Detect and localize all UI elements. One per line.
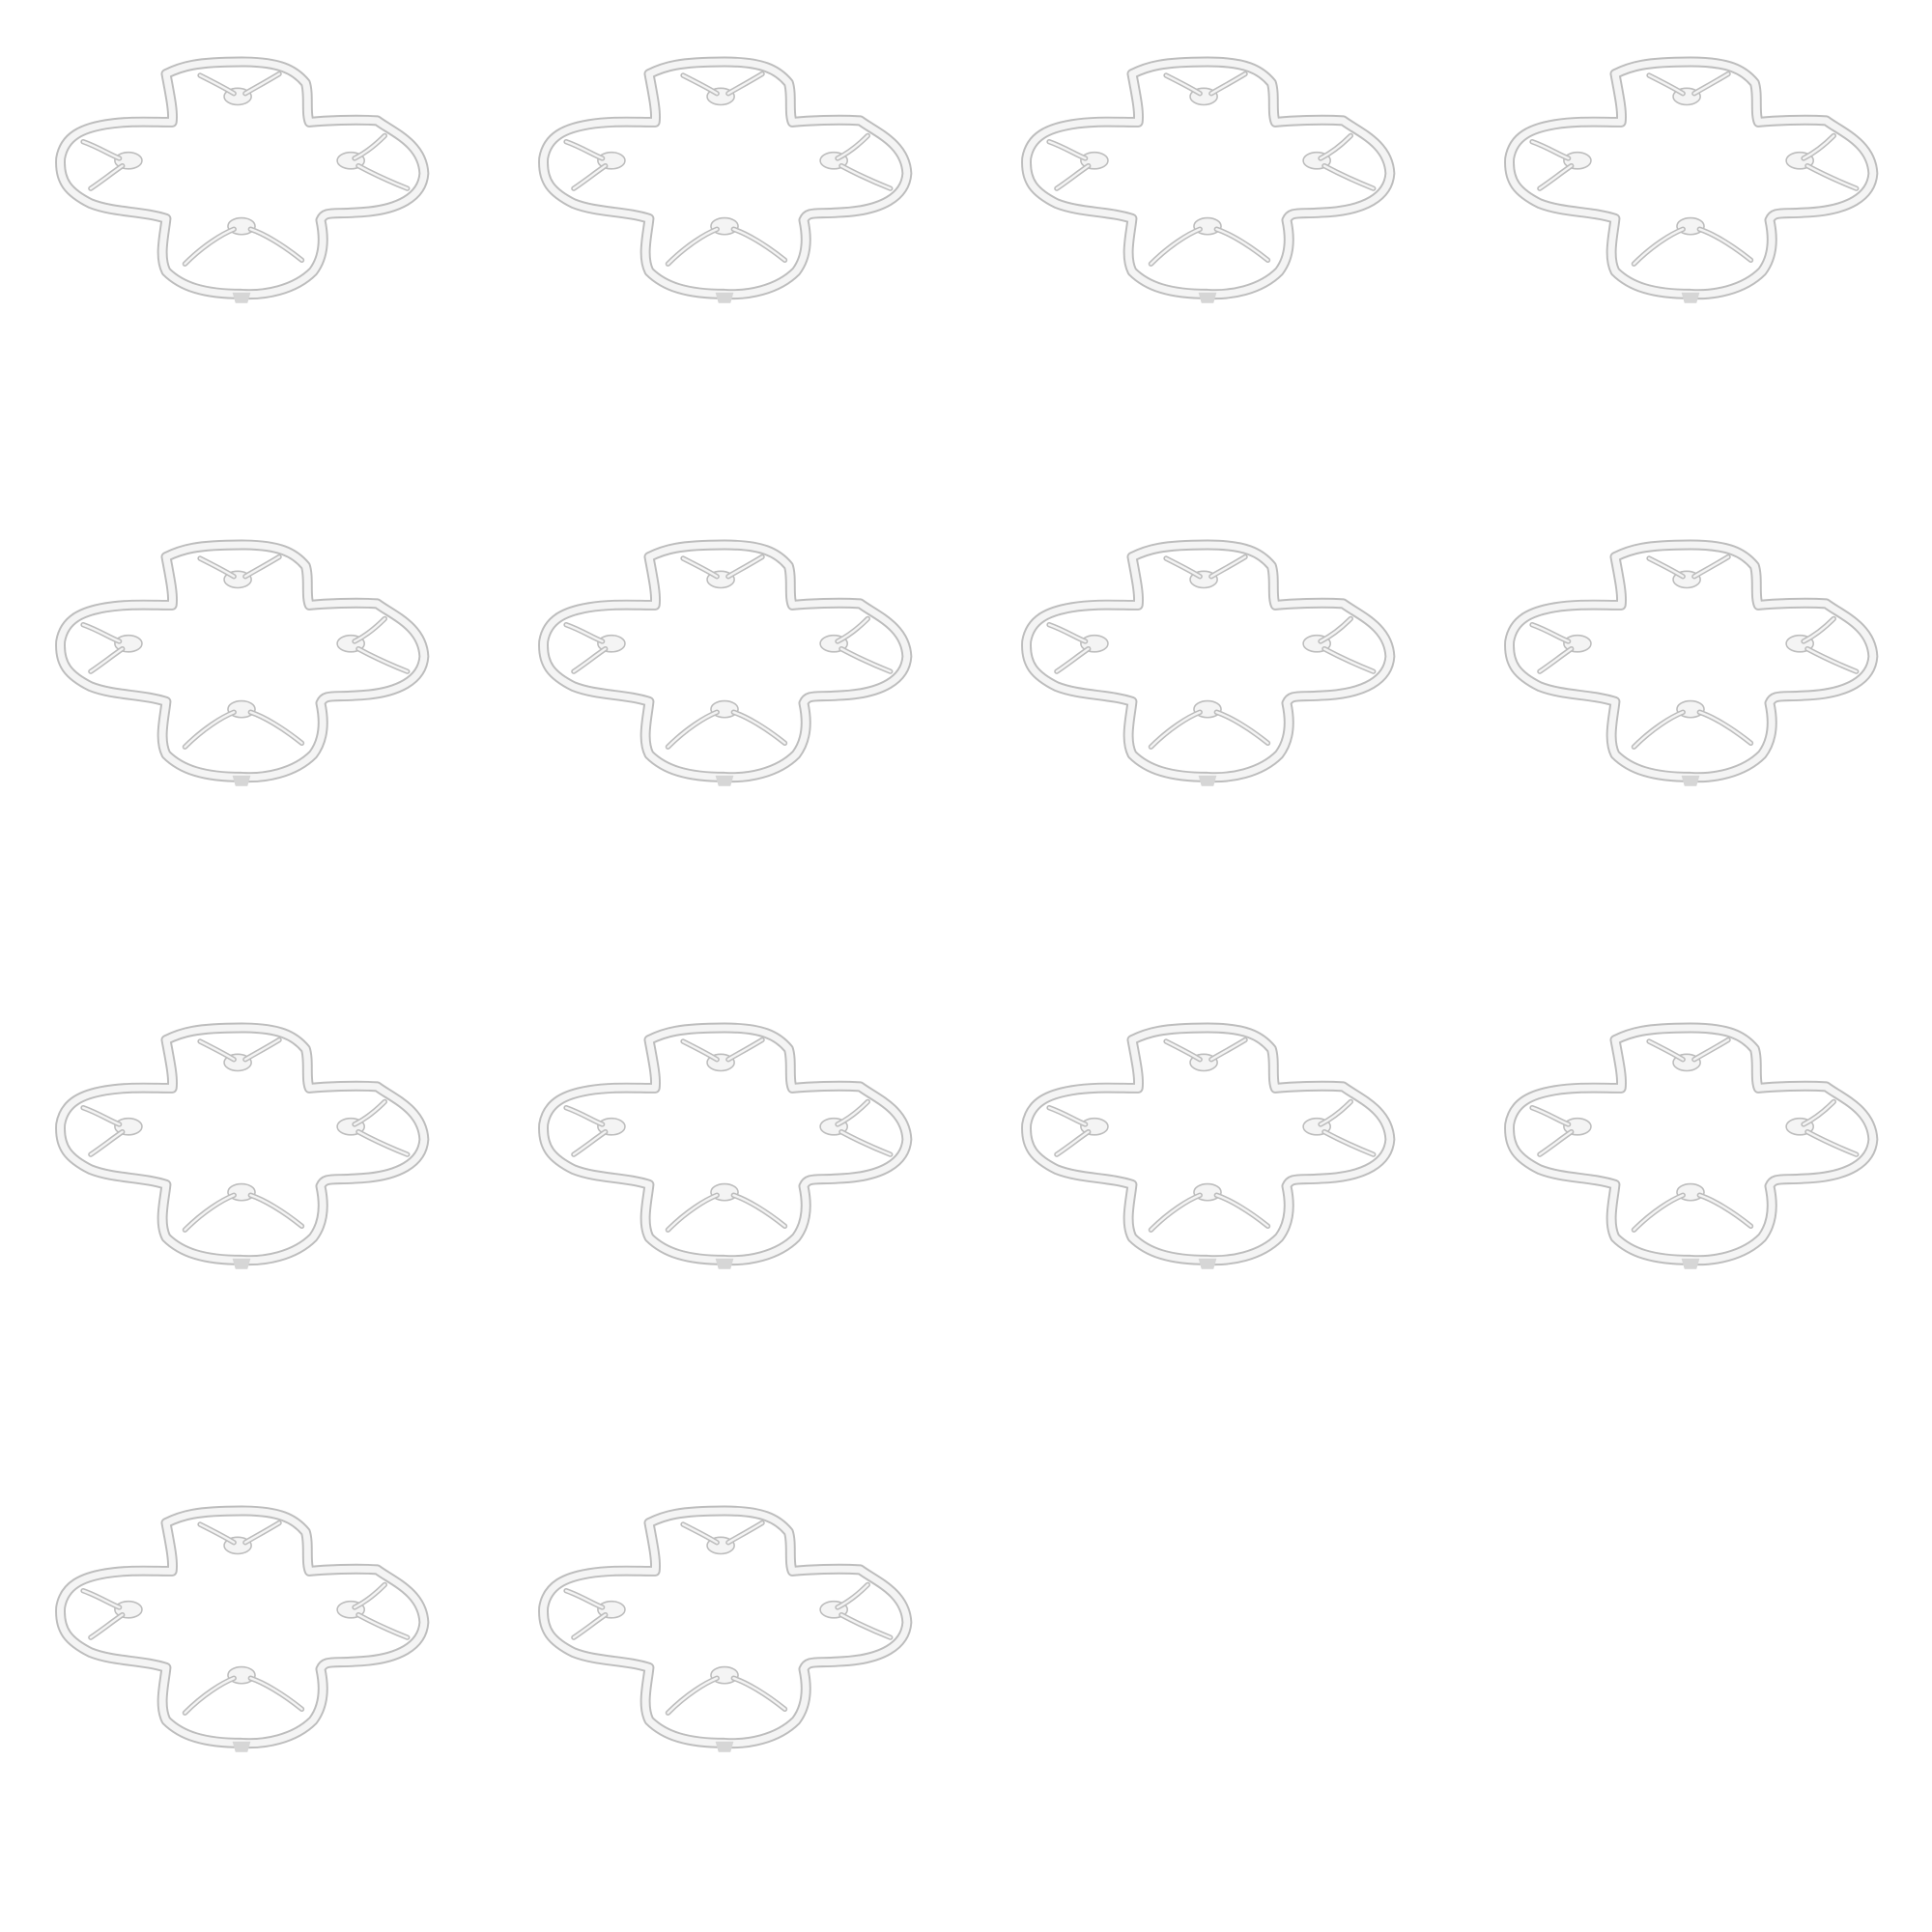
propeller-guard-image <box>966 0 1449 309</box>
propeller-guard-item <box>0 0 483 309</box>
propeller-guard-image <box>1449 966 1932 1275</box>
propeller-guard-image <box>1449 0 1932 309</box>
propeller-guard-item <box>966 0 1449 309</box>
propeller-guard-item <box>1449 483 1932 792</box>
propeller-guard-image <box>483 966 966 1275</box>
propeller-guard-item <box>1449 966 1932 1275</box>
propeller-guard-image <box>0 1449 483 1758</box>
propeller-guard-item <box>1449 0 1932 309</box>
propeller-guard-image <box>483 1449 966 1758</box>
propeller-guard-item <box>483 1449 966 1758</box>
propeller-guard-image <box>0 483 483 792</box>
propeller-guard-item <box>483 483 966 792</box>
propeller-guard-item <box>483 0 966 309</box>
propeller-guard-image <box>1449 483 1932 792</box>
propeller-guard-item <box>0 483 483 792</box>
propeller-guard-image <box>966 483 1449 792</box>
propeller-guard-item <box>0 966 483 1275</box>
propeller-guard-image <box>483 483 966 792</box>
propeller-guard-item <box>0 1449 483 1758</box>
propeller-guard-image <box>0 966 483 1275</box>
propeller-guard-item <box>966 966 1449 1275</box>
propeller-guard-item <box>966 483 1449 792</box>
propeller-guard-image <box>483 0 966 309</box>
propeller-guard-item <box>483 966 966 1275</box>
propeller-guard-image <box>0 0 483 309</box>
propeller-guard-image <box>966 966 1449 1275</box>
